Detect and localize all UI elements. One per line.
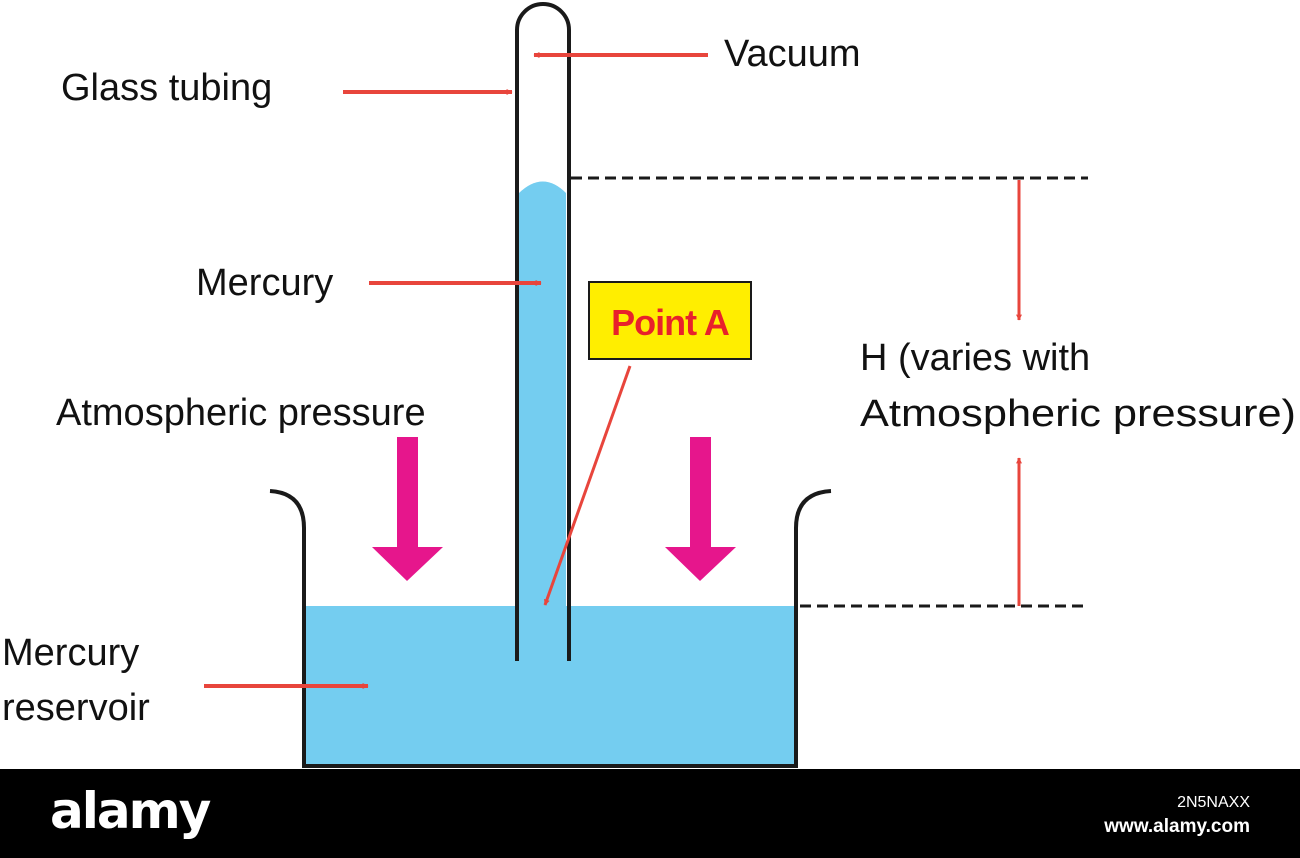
footer-site-url: www.alamy.com	[1103, 816, 1250, 837]
point-a-pointer-arrow	[543, 365, 632, 606]
footer-brand-logo: alamy	[50, 782, 211, 840]
footer-image-id: 2N5NAXX	[1177, 794, 1250, 811]
point-a-box	[588, 281, 752, 360]
reservoir-label-line1: Mercury	[2, 632, 139, 674]
vacuum-label: Vacuum	[724, 33, 861, 75]
point-a-label: Point A	[611, 302, 730, 343]
h-label-line1: H (varies with	[860, 337, 1090, 379]
footer-bar	[0, 769, 1300, 858]
reservoir-label-line2: reservoir	[2, 687, 150, 729]
atmospheric-pressure-arrow-left	[372, 437, 443, 581]
atmospheric-pressure-arrow-right	[665, 437, 736, 581]
reservoir-container	[269, 489, 832, 768]
atmospheric-pressure-label: Atmospheric pressure	[56, 392, 426, 434]
glass-tubing-label: Glass tubing	[61, 67, 272, 109]
glass-tube	[515, 2, 571, 661]
h-label-line2: Atmospheric pressure)	[860, 393, 1296, 435]
tube-mercury-column	[519, 181, 566, 660]
mercury-label: Mercury	[196, 262, 333, 304]
